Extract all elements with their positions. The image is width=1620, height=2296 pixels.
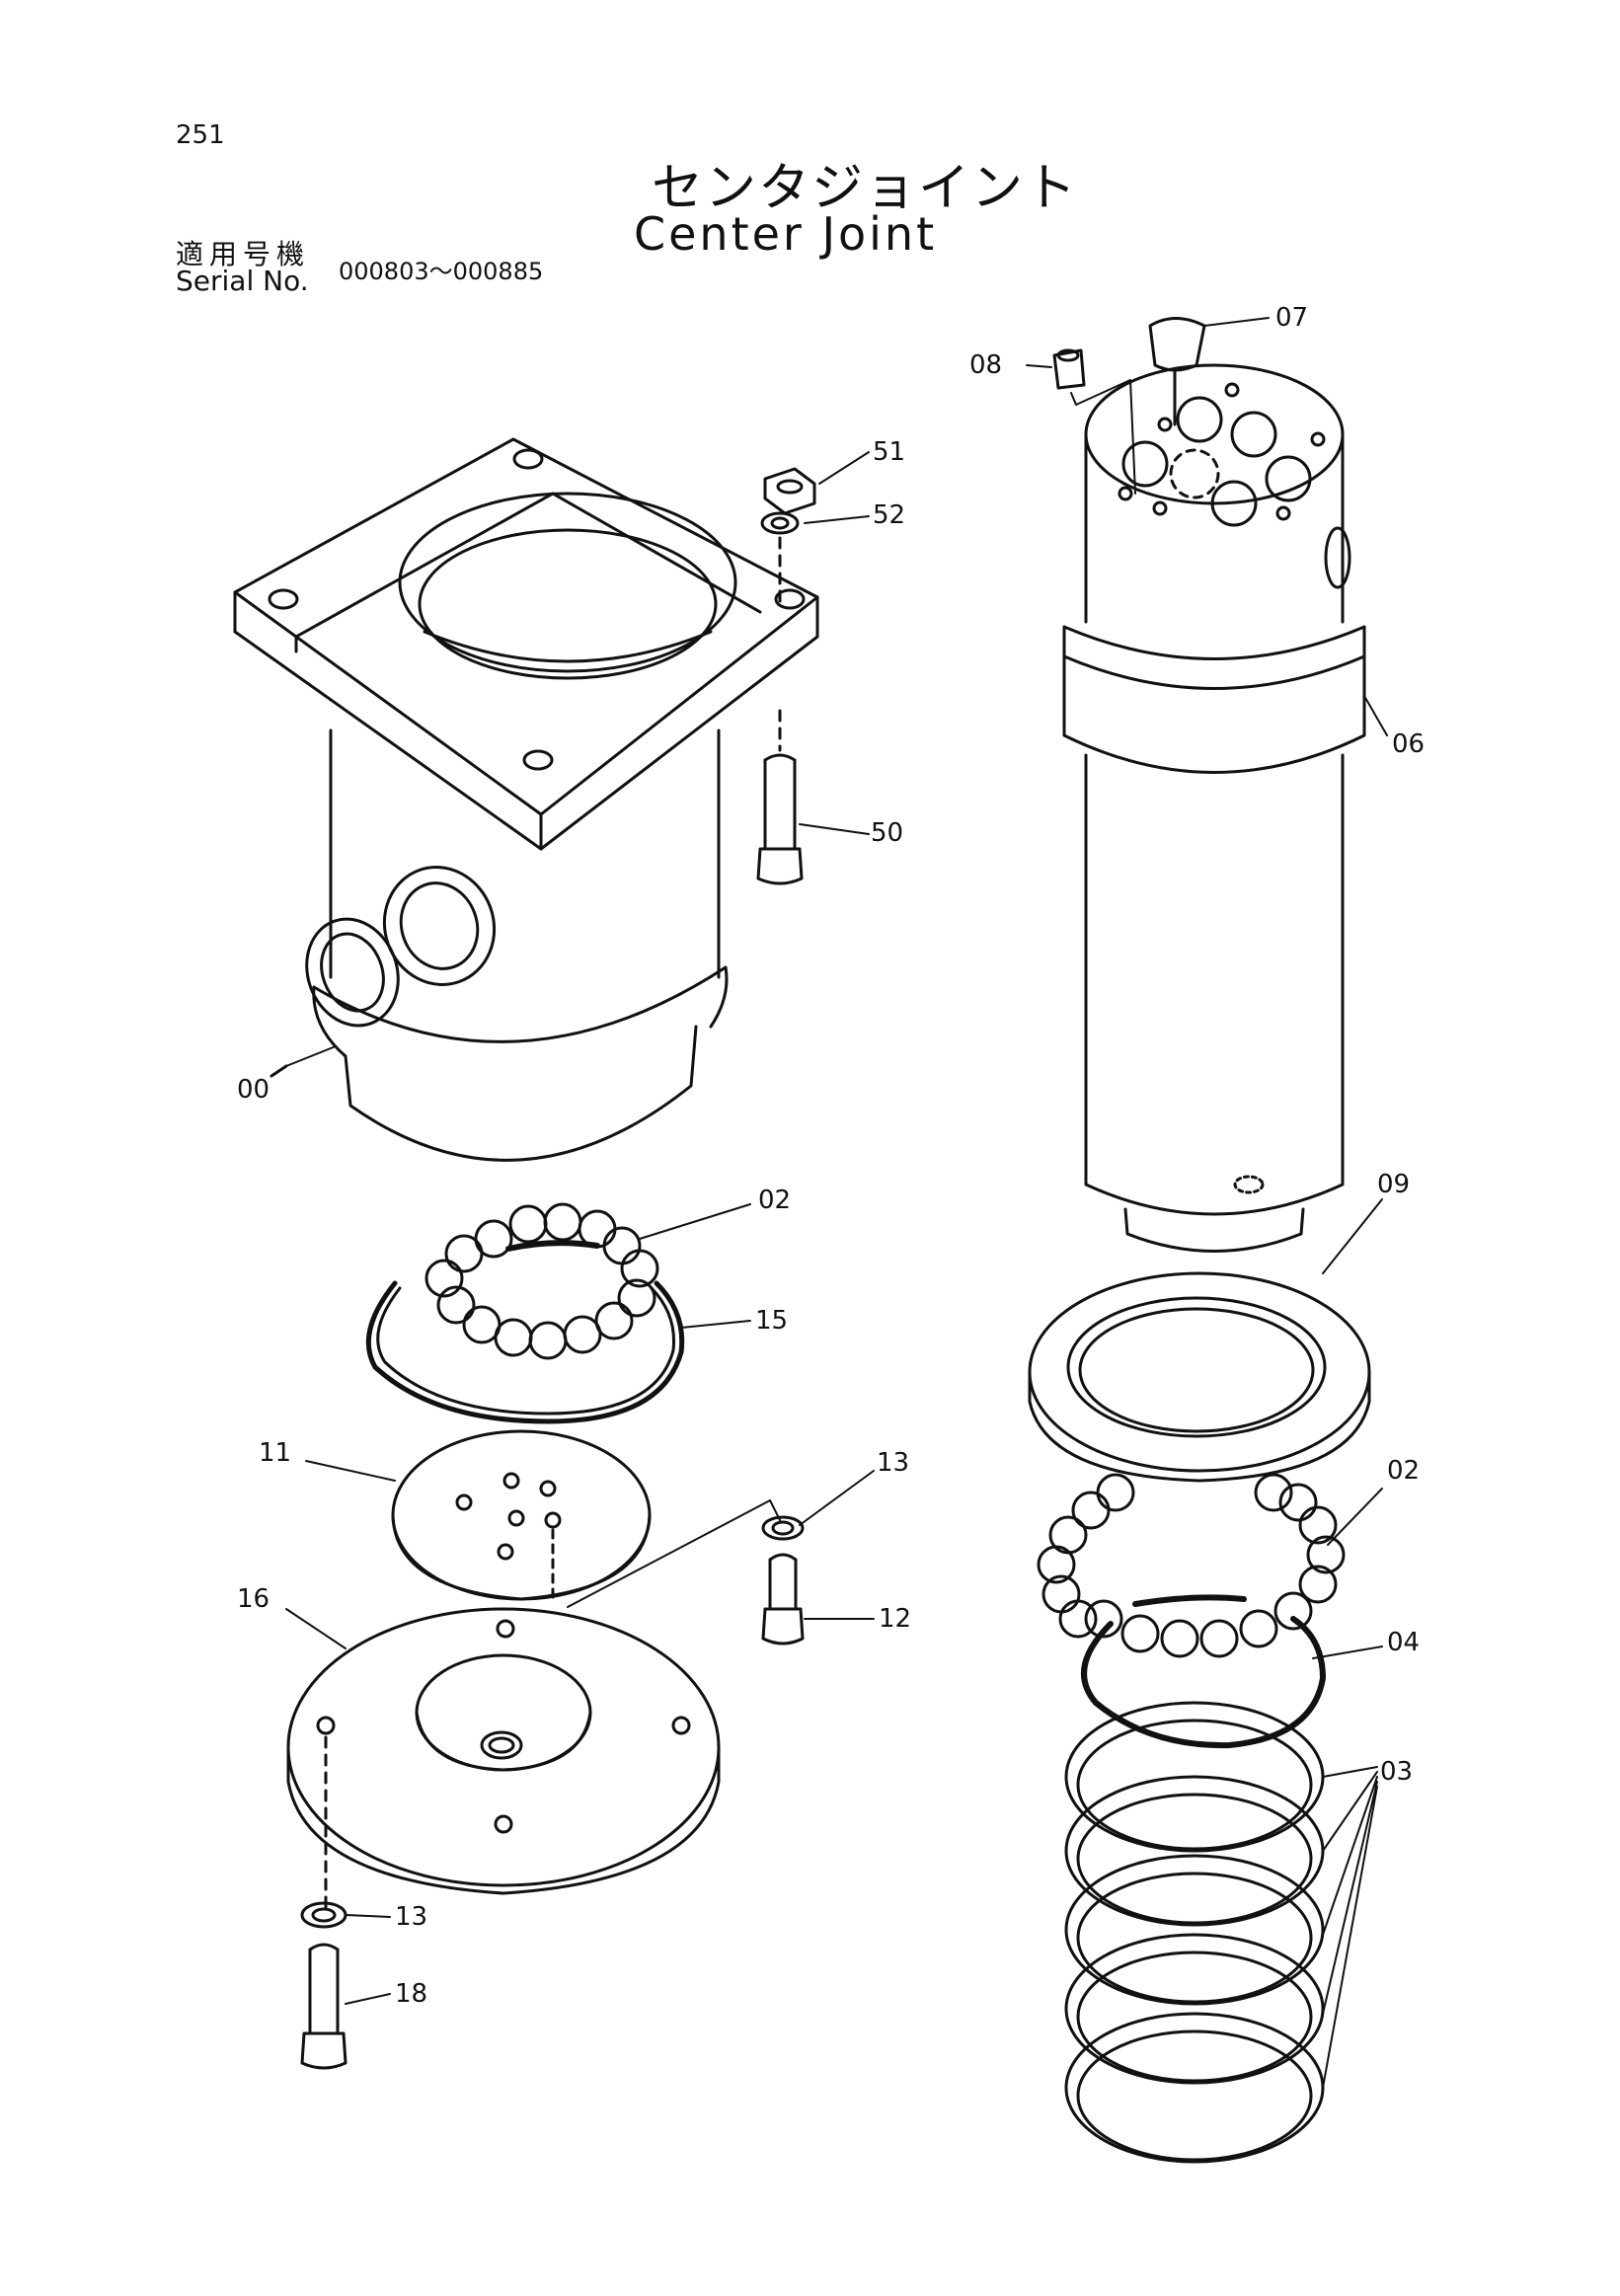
fasteners-drawing [300, 1499, 805, 2070]
label-12: 12 [879, 1604, 911, 1634]
label-11: 11 [259, 1438, 291, 1468]
plate-11-drawing [391, 1429, 652, 1601]
label-02-right: 02 [1387, 1456, 1420, 1486]
label-02-left: 02 [758, 1186, 791, 1215]
seal-rings-03-drawing [1064, 1701, 1325, 2164]
ball-ring-right-drawing [1037, 1473, 1346, 1658]
label-00: 00 [237, 1075, 270, 1105]
label-18: 18 [395, 1979, 427, 2009]
serial-range: 000803～000885 [339, 258, 544, 285]
label-16: 16 [237, 1584, 270, 1614]
serial-label-english: Serial No. [176, 265, 309, 297]
label-13-bottom: 13 [395, 1902, 427, 1932]
label-03: 03 [1380, 1757, 1413, 1787]
label-04: 04 [1387, 1628, 1420, 1657]
label-07: 07 [1275, 303, 1308, 333]
plugs-drawing [1052, 317, 1206, 495]
part-labels: 00 02 02 03 04 06 07 08 09 11 12 13 13 1… [237, 303, 1425, 2009]
label-13-top: 13 [877, 1448, 909, 1478]
shaft-06-drawing [1062, 363, 1366, 1253]
page-number: 251 [176, 120, 225, 150]
label-06: 06 [1392, 729, 1425, 759]
leader-lines [285, 317, 1388, 2089]
serial-label-japanese: 適用号機 [176, 238, 311, 270]
label-08: 08 [969, 350, 1002, 380]
label-52: 52 [873, 500, 905, 530]
label-15: 15 [755, 1306, 788, 1336]
title-english: Center Joint [634, 207, 938, 261]
cover-16-drawing [286, 1607, 721, 1912]
title-japanese: センタジョイント [652, 159, 1079, 218]
ring-04-drawing [1081, 1616, 1326, 1749]
label-51: 51 [873, 437, 905, 467]
label-09: 09 [1377, 1170, 1410, 1199]
ball-ring-left-drawing [424, 1202, 659, 1360]
ring-15-drawing [365, 1280, 685, 1424]
bolt-nut-drawing [756, 467, 816, 885]
part-housing-drawing [233, 437, 819, 1162]
label-50: 50 [871, 818, 903, 848]
seal-09-drawing [1028, 1271, 1371, 1483]
